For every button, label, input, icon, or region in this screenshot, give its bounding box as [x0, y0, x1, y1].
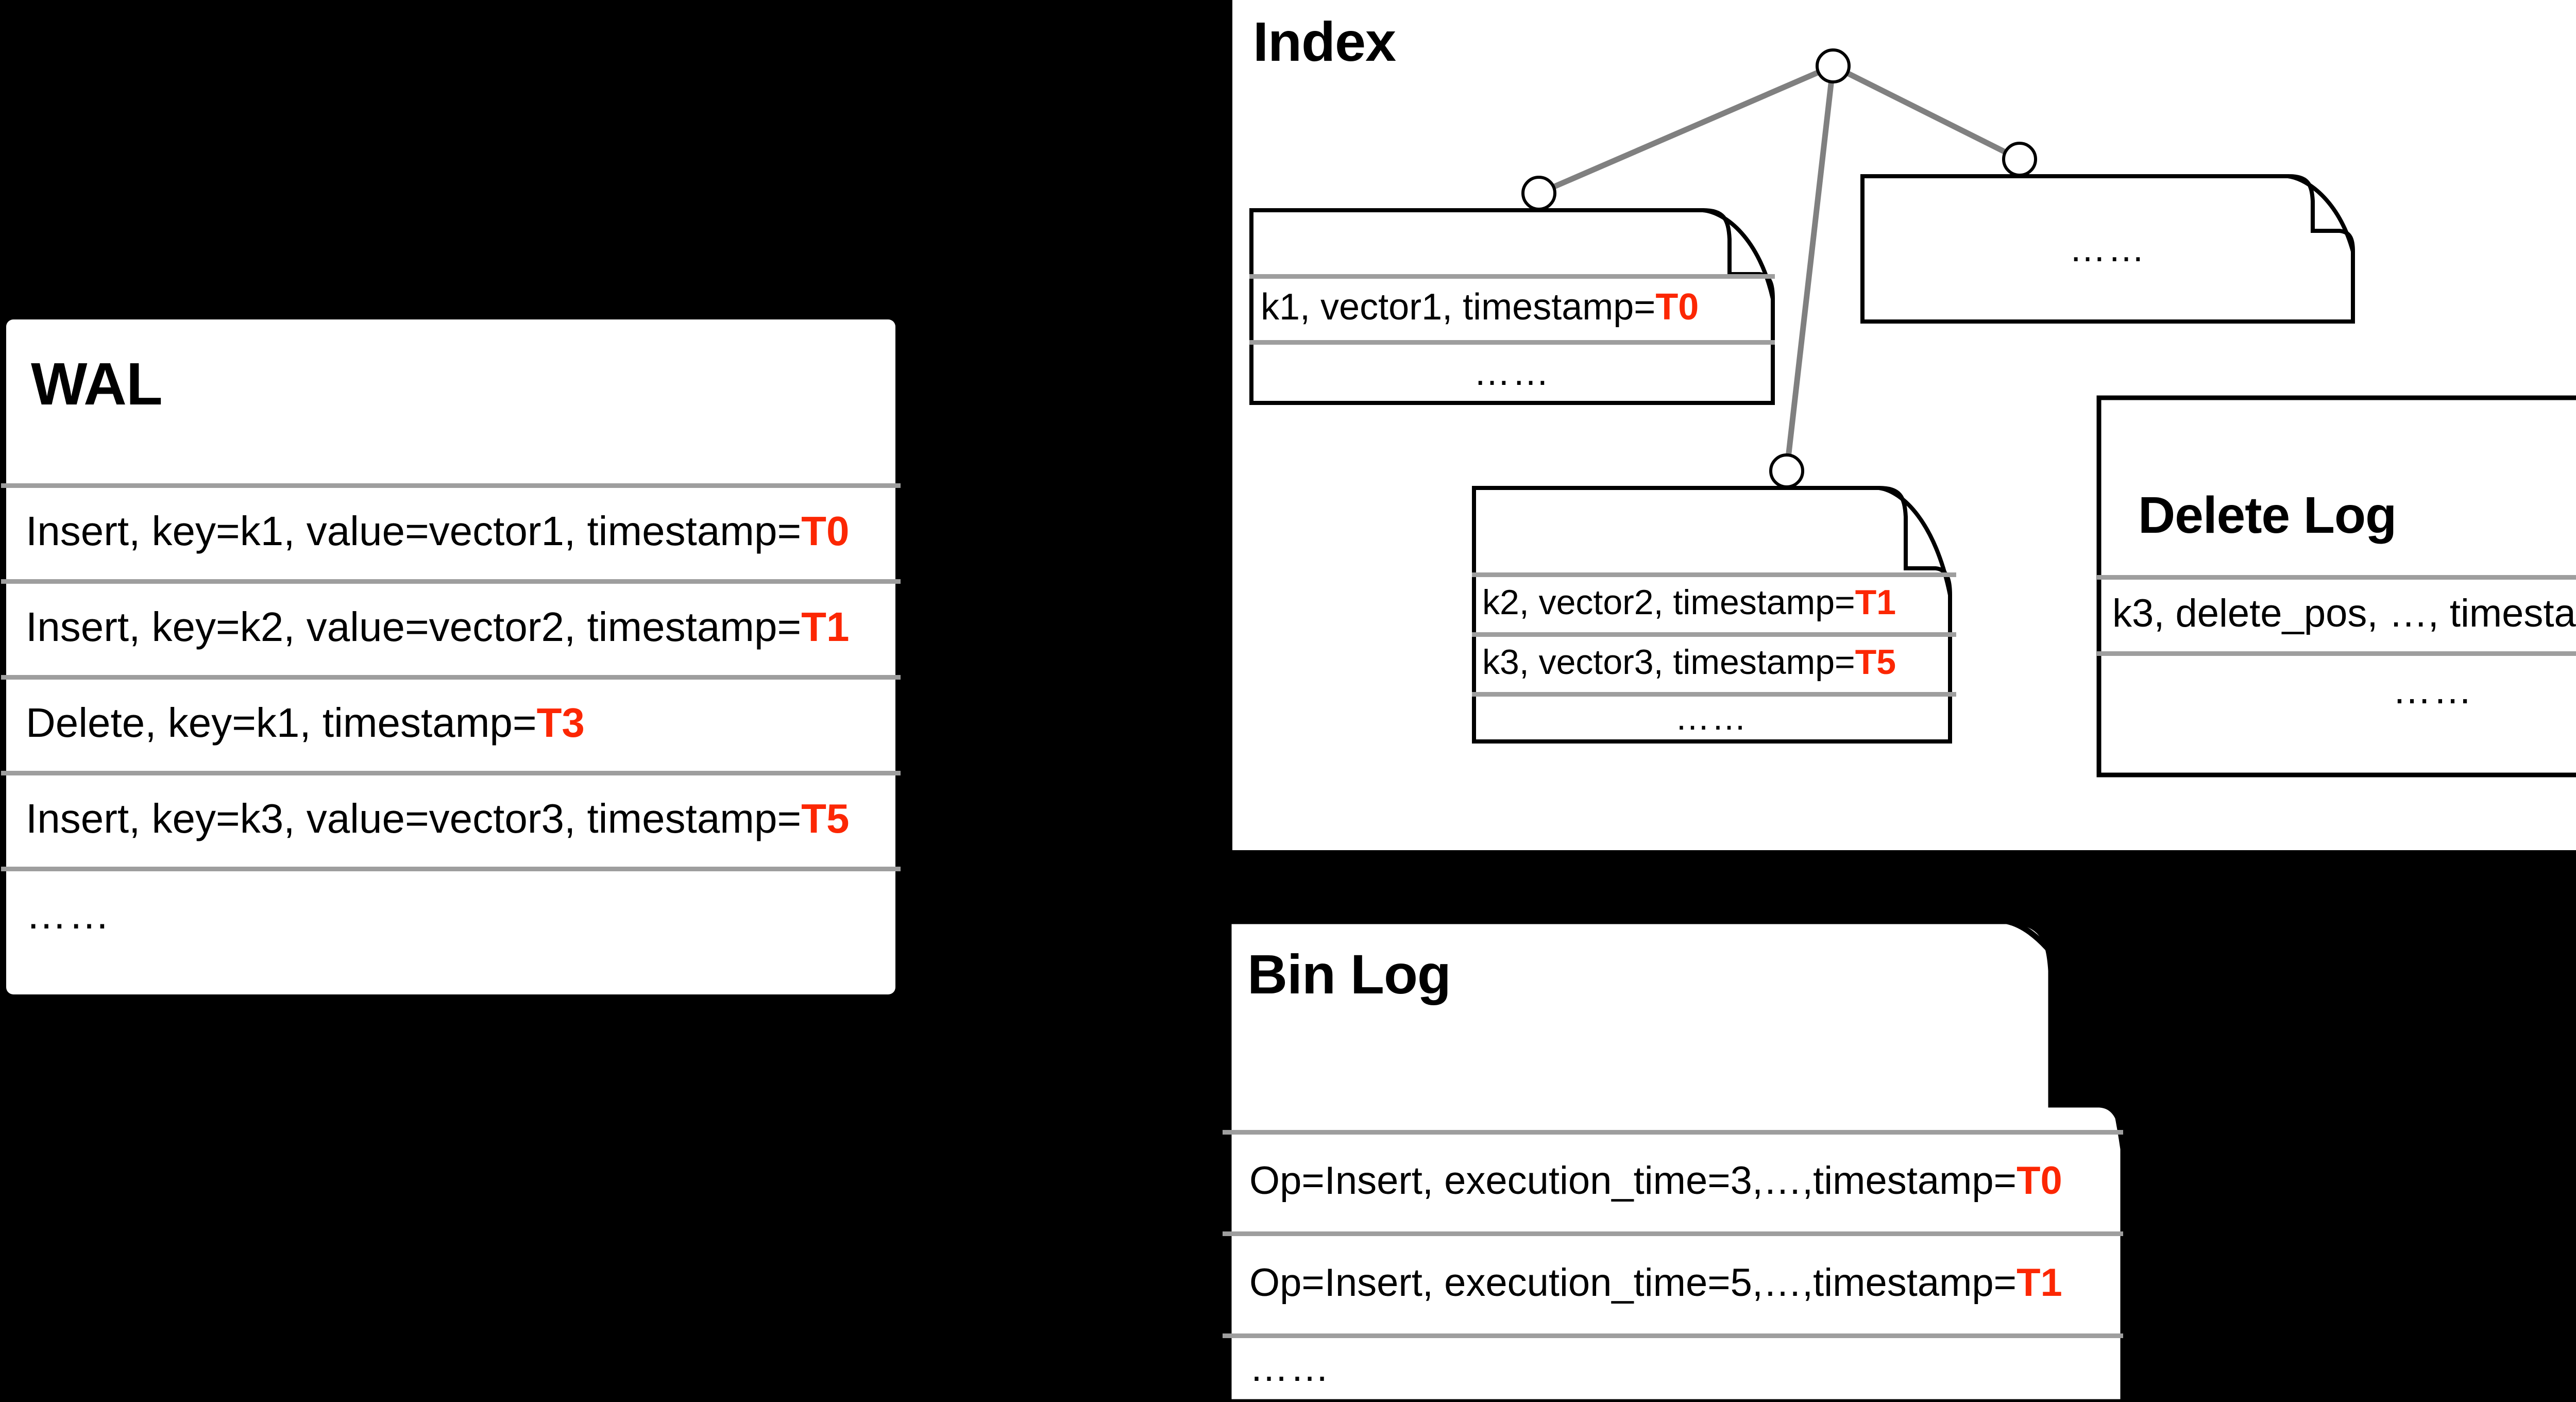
bin-log-card: Bin Log Op=Insert, execution_time=3,…,ti…: [1223, 918, 2197, 1402]
delete-log-row-text: k3, delete_pos, …, timestamp=: [2112, 591, 2576, 635]
wal-panel: WAL Insert, key=k1, value=vector1, times…: [1, 319, 901, 994]
delete-log-title: Delete Log: [2138, 486, 2397, 544]
tree-node-right-leaf: [2002, 142, 2037, 177]
index-card-row-timestamp: T5: [1855, 643, 1896, 682]
wal-row: Insert, key=k3, value=vector3, timestamp…: [26, 771, 850, 867]
ellipsis-card-shape: [1860, 174, 2355, 324]
wal-divider: [1, 579, 901, 584]
delete-log-row: k3, delete_pos, …, timestamp=T3: [2112, 575, 2576, 651]
index-card-k2-k3: k2, vector2, timestamp=T1 k3, vector3, t…: [1472, 486, 1956, 744]
index-card-row: k3, vector3, timestamp=T5: [1482, 632, 1896, 692]
tree-node-left-leaf: [1521, 176, 1556, 211]
delete-log-divider: [2097, 651, 2576, 656]
index-card-row-timestamp: T1: [1855, 583, 1896, 622]
bin-log-divider: [1223, 1130, 2123, 1135]
wal-divider: [1, 483, 901, 488]
wal-row: Insert, key=k2, value=vector2, timestamp…: [26, 579, 850, 675]
k1-card-divider: [1249, 340, 1775, 345]
k2-k3-card-shape: [1472, 486, 1952, 744]
wal-row-text: ……: [26, 891, 111, 937]
bin-log-row-text: ……: [1249, 1346, 1331, 1390]
bin-log-row-ellipsis: ……: [1249, 1333, 1331, 1402]
delete-log-row-ellipsis: ……: [2097, 651, 2576, 729]
bin-log-row-text: Op=Insert, execution_time=5,…,timestamp=: [1249, 1260, 2017, 1305]
tree-edge-root-middle: [1784, 65, 1836, 471]
index-card-row-text: ……: [2069, 228, 2146, 269]
index-card-row-timestamp: T0: [1655, 286, 1699, 328]
wal-divider: [1, 771, 901, 775]
k2-k3-card-divider: [1472, 692, 1956, 697]
index-card-row: k1, vector1, timestamp=T0: [1261, 274, 1699, 340]
wal-row-text: Delete, key=k1, timestamp=: [26, 700, 537, 746]
wal-row-timestamp: T0: [801, 508, 850, 554]
bin-log-card-shape: [1226, 918, 2126, 1402]
bin-log-divider: [1223, 1231, 2123, 1236]
tree-edge-root-left: [1537, 63, 1835, 196]
wal-row: Delete, key=k1, timestamp=T3: [26, 675, 585, 771]
bin-log-divider: [1223, 1333, 2123, 1338]
k2-k3-card-divider: [1472, 632, 1956, 637]
wal-row-timestamp: T1: [801, 604, 850, 650]
index-title: Index: [1253, 10, 1396, 73]
index-card-row-text: ……: [1473, 352, 1551, 393]
index-panel: Index: [1232, 0, 2576, 850]
index-card-row-ellipsis: ……: [1249, 340, 1775, 405]
wal-title: WAL: [31, 350, 163, 417]
wal-row: Insert, key=k1, value=vector1, timestamp…: [26, 483, 850, 579]
tree-node-root: [1816, 48, 1851, 83]
bin-log-row: Op=Insert, execution_time=5,…,timestamp=…: [1249, 1231, 2062, 1333]
wal-divider: [1, 675, 901, 680]
wal-divider: [1, 867, 901, 871]
wal-row-ellipsis: ……: [26, 867, 111, 962]
index-card-row-text: ……: [1675, 698, 1748, 737]
index-card-row-text: k1, vector1, timestamp=: [1261, 286, 1656, 328]
index-card-row-ellipsis: ……: [1860, 174, 2355, 324]
bin-log-row: Op=Insert, execution_time=3,…,timestamp=…: [1249, 1130, 2062, 1231]
tree-edge-root-right: [1832, 63, 2021, 162]
tree-node-mid-leaf: [1769, 453, 1804, 488]
k1-card-divider: [1249, 274, 1775, 279]
delete-log-card-shape: [2096, 395, 2576, 778]
delete-log-row-text: ……: [2392, 668, 2474, 712]
bin-log-row-timestamp: T0: [2016, 1159, 2062, 1203]
index-card-row-ellipsis: ……: [1472, 692, 1951, 744]
wal-row-text: Insert, key=k3, value=vector3, timestamp…: [26, 796, 802, 841]
bin-log-row-text: Op=Insert, execution_time=3,…,timestamp=: [1249, 1159, 2017, 1203]
index-card-k1: k1, vector1, timestamp=T0 ……: [1249, 208, 1775, 405]
index-card-row-text: k3, vector3, timestamp=: [1482, 643, 1855, 682]
k2-k3-card-divider: [1472, 572, 1956, 577]
wal-row-timestamp: T3: [536, 700, 585, 746]
index-card-row: k2, vector2, timestamp=T1: [1482, 572, 1896, 632]
wal-row-text: Insert, key=k2, value=vector2, timestamp…: [26, 604, 802, 650]
delete-log-card: Delete Log k3, delete_pos, …, timestamp=…: [2096, 395, 2576, 778]
wal-row-text: Insert, key=k1, value=vector1, timestamp…: [26, 508, 802, 554]
index-card-ellipsis: ……: [1860, 174, 2360, 324]
delete-log-divider: [2097, 575, 2576, 580]
bin-log-title: Bin Log: [1247, 943, 1451, 1005]
wal-row-timestamp: T5: [801, 796, 850, 841]
bin-log-row-timestamp: T1: [2016, 1260, 2062, 1305]
index-card-row-text: k2, vector2, timestamp=: [1482, 583, 1855, 622]
